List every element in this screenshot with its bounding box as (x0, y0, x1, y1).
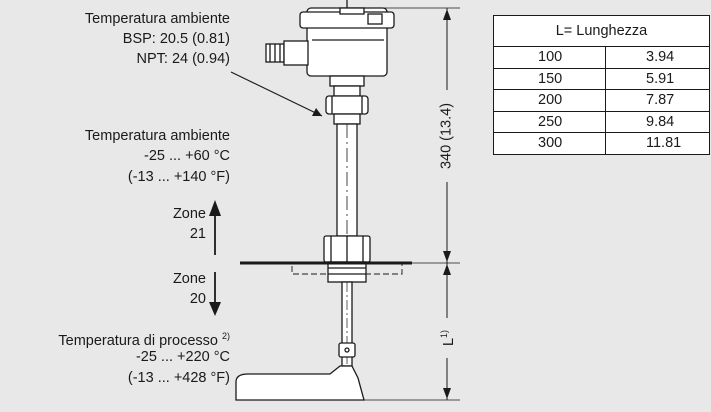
process-title-text: Temperatura di processo (58, 333, 218, 349)
zone-lower-number: 20 (189, 291, 206, 307)
rod-pin-hole (344, 347, 350, 353)
table-cell-inch: 5.91 (605, 67, 710, 90)
table-row: 300 11.81 (493, 132, 710, 155)
table-cell-inch: 7.87 (605, 89, 710, 112)
table-row: 150 5.91 (493, 67, 710, 90)
table-cell-inch: 11.81 (605, 132, 710, 155)
zone-upper-number: 21 (189, 226, 206, 242)
table-header: L= Lunghezza (493, 15, 710, 47)
process-thread (327, 261, 367, 283)
ambient-range-c: -25 ... +60 °C (144, 148, 230, 164)
housing-lid-clip (367, 13, 383, 25)
dim-L-text: L (441, 337, 457, 347)
table-row: 100 3.94 (493, 46, 710, 69)
table-row: 250 9.84 (493, 110, 710, 133)
zone-lower-word: Zone (172, 271, 206, 287)
ambient-range-f: (-13 ... +140 °F) (127, 169, 230, 185)
dim-L-label: L1) (435, 330, 459, 346)
leader-arrowhead (312, 108, 322, 116)
rod-pin (338, 342, 356, 358)
neck-lower (333, 85, 361, 97)
zone-upper-word: Zone (172, 206, 206, 222)
dim-L-arrow-bottom (443, 388, 451, 399)
table-cell-mm: 100 (493, 46, 606, 69)
table-cell-inch: 9.84 (605, 110, 710, 133)
dim-L-arrow-top (443, 264, 451, 275)
housing-top-tab (339, 7, 365, 15)
process-range-c: -25 ... +220 °C (135, 349, 230, 365)
table-header-row: L= Lunghezza (493, 15, 710, 47)
dim-340-arrow-bottom (443, 251, 451, 262)
table-cell-mm: 150 (493, 67, 606, 90)
dim-340-label: 340 (13.4) (438, 102, 455, 170)
ambient-head-npt: NPT: 24 (0.94) (136, 51, 231, 67)
dim-340-arrow-top (443, 9, 451, 20)
dim-L-label-gap (438, 318, 456, 358)
zone-up-arrow-head (209, 200, 221, 216)
process-range-f: (-13 ... +428 °F) (127, 370, 230, 386)
ambient-title: Temperatura ambiente (84, 128, 230, 144)
table-row: 200 7.87 (493, 89, 710, 112)
table-cell-mm: 200 (493, 89, 606, 112)
ambient-head-title: Temperatura ambiente (84, 11, 230, 27)
length-table: L= Lunghezza 100 3.94 150 5.91 200 7.87 … (493, 15, 710, 155)
ambient-head-bsp: BSP: 20.5 (0.81) (122, 31, 230, 47)
table-cell-mm: 300 (493, 132, 606, 155)
cable-gland-body (283, 40, 309, 66)
dim-340-label-gap (438, 90, 456, 182)
table-cell-mm: 250 (493, 110, 606, 133)
thread-collar (333, 113, 361, 125)
leader-line (230, 71, 323, 117)
zone-down-arrow-head (209, 302, 221, 316)
paddle (235, 365, 365, 401)
neck-upper (329, 75, 365, 87)
table-cell-inch: 3.94 (605, 46, 710, 69)
dim-L-footnote-mark: 1) (439, 329, 449, 338)
process-title: Temperatura di processo 2) (58, 327, 230, 351)
process-footnote-mark: 2) (221, 331, 230, 341)
